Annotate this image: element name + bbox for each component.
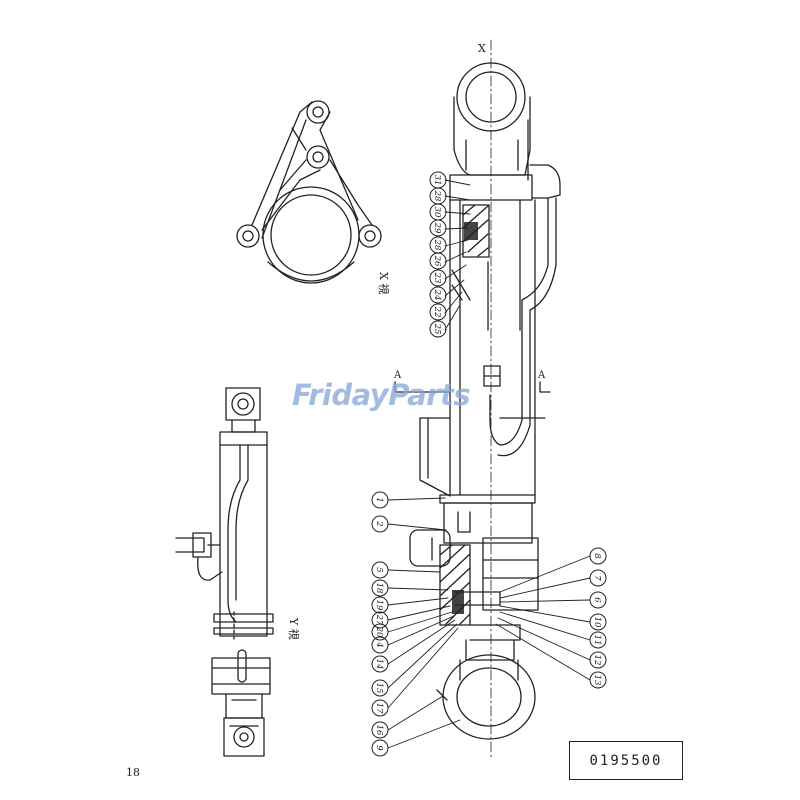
callout-leaders (387, 179, 591, 749)
callout-number: 7 (592, 575, 602, 581)
callout-number: 4 (374, 641, 384, 647)
callout-bubble (429, 303, 447, 321)
section-mark-x: X (478, 42, 486, 55)
callout-bubble (371, 561, 389, 579)
part-number-box: 0195500 (569, 741, 683, 780)
callout-number: 24 (432, 289, 442, 301)
callout-bubble (589, 569, 607, 587)
view-x-bracket (236, 100, 382, 284)
view-y-label: Y 視 (287, 617, 301, 640)
callout-number: 31 (432, 175, 442, 186)
callout-bubble (371, 636, 389, 654)
view-y-cylinder (175, 387, 274, 757)
callout-bubble (589, 671, 607, 689)
section-mark-a-left: A (393, 370, 402, 381)
section-mark-a-right: A (537, 370, 546, 381)
callout-number: 17 (374, 703, 384, 714)
callout-number: 26 (432, 255, 442, 267)
callout-number: 2 (374, 520, 384, 526)
callout-bubble (429, 320, 447, 338)
callout-number: 22 (432, 306, 442, 318)
callout-number: 8 (592, 553, 602, 559)
callout-number: 28 (432, 190, 442, 202)
callout-number: 20 (374, 626, 384, 638)
view-x-label: X 視 (377, 272, 391, 294)
watermark-logo: FridayParts (292, 378, 471, 412)
callout-number: 29 (432, 222, 442, 234)
callout-bubble (371, 515, 389, 533)
callout-bubble (371, 679, 389, 697)
callout-bubble (371, 655, 389, 673)
callout-number: 1 (374, 497, 384, 502)
callout-bubble (429, 269, 447, 287)
callout-number: 10 (592, 617, 602, 628)
main-cylinder-section (394, 39, 561, 761)
callout-bubble (589, 613, 607, 631)
callout-bubble (589, 651, 607, 669)
callout-bubble (371, 596, 389, 614)
callout-number: 16 (374, 725, 384, 736)
callout-bubbles-upper (429, 171, 447, 338)
callout-bubble (371, 623, 389, 641)
callout-bubble (371, 579, 389, 597)
callout-bubble (429, 236, 447, 254)
callout-bubbles-left (371, 491, 389, 757)
callout-bubble (371, 611, 389, 629)
callout-bubble (371, 699, 389, 717)
callout-number: 6 (592, 597, 602, 603)
callout-number: 25 (432, 323, 442, 335)
callout-number: 18 (374, 583, 384, 594)
callout-bubble (589, 591, 607, 609)
callout-bubbles-right (589, 547, 607, 689)
callout-bubble (371, 739, 389, 757)
callout-bubble (371, 491, 389, 509)
callout-number: 11 (592, 635, 602, 646)
page-number: 18 (126, 766, 140, 779)
callout-number: 5 (374, 567, 384, 572)
callout-number: 19 (374, 600, 384, 611)
callout-number: 13 (592, 675, 602, 686)
callout-number: 15 (374, 683, 384, 694)
callout-number: 14 (374, 659, 384, 670)
callout-bubble (429, 171, 447, 189)
callout-number: 9 (374, 745, 384, 751)
callout-number: 30 (432, 207, 442, 218)
callout-bubble (429, 286, 447, 304)
callout-bubble (589, 547, 607, 565)
callout-number: 28 (432, 239, 442, 251)
callout-number: 12 (592, 655, 602, 666)
callout-bubble (371, 721, 389, 739)
part-number: 0195500 (589, 752, 663, 769)
callout-bubble (589, 631, 607, 649)
callout-number: 27 (374, 614, 384, 626)
callout-number: 23 (432, 272, 442, 284)
